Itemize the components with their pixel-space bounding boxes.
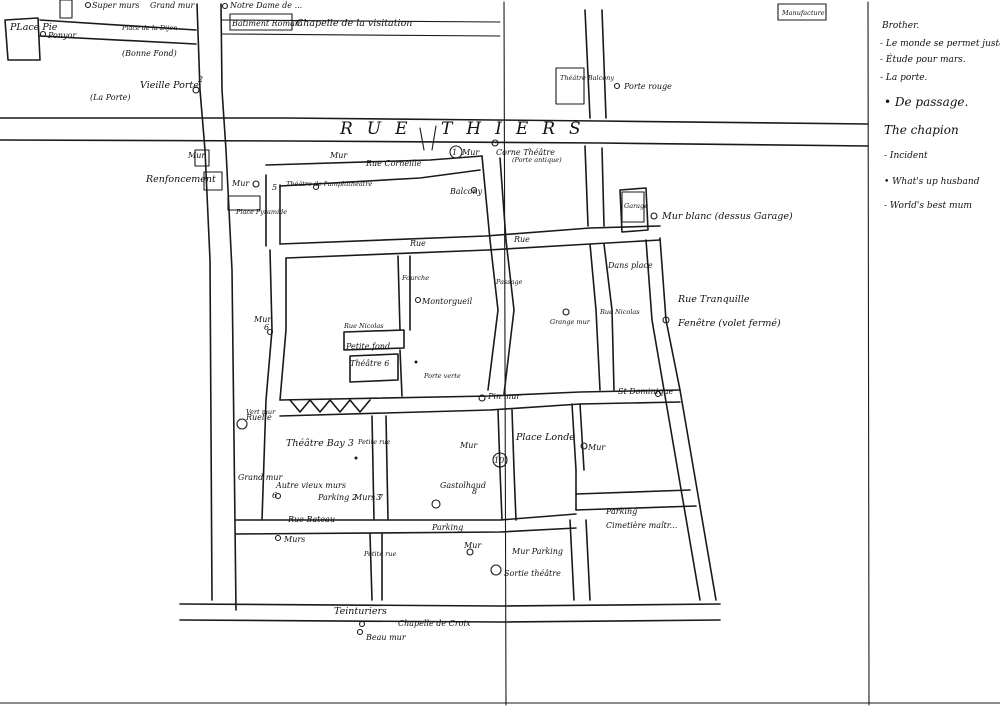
label-batiment-romain: Batiment Romain — [231, 19, 303, 28]
label-mur-right: Mur — [587, 443, 606, 452]
label-rue-bateau: Rue Bateau — [287, 515, 335, 524]
label-mur-mid-left: Mur — [253, 315, 272, 324]
label-mur-left2: Mur — [231, 179, 250, 188]
label-rue-nicolas: Rue Nicolas — [343, 322, 384, 330]
label-pin-mur: Pin mur — [487, 392, 521, 401]
label-parking-mid: Parking — [431, 523, 463, 532]
note-line-2: - Étude pour mars. — [880, 53, 966, 65]
note-line-0: Brother. — [881, 21, 919, 31]
label-place-dijon: Place de la Dijon — [121, 24, 177, 32]
label-mur-bottom-mid: Mur — [463, 541, 482, 550]
label-beau-mur: Beau mur — [365, 633, 407, 642]
label-rue-tranquille: Rue Tranquille — [677, 294, 750, 305]
label-renfoncement: Renfoncement — [145, 174, 216, 185]
label-murs-7: Murs 7 — [353, 493, 384, 502]
label-porte-antique: (Porte antique) — [512, 156, 562, 164]
label-mur-center: Mur — [459, 441, 478, 450]
label-autre-vieux: Autre vieux murs — [275, 481, 346, 490]
label-chapelle-croix: Chapelle de Croix — [398, 619, 471, 628]
label-dans-place: Dans place — [607, 261, 653, 270]
label-super-murs: Super murs — [92, 1, 140, 10]
upper-left-streets — [4, 17, 501, 61]
central-grid — [179, 155, 721, 623]
note-line-6: - Incident — [884, 151, 928, 161]
label-mur-left: Mur — [187, 151, 206, 160]
label-place-pie: PLace Pie — [9, 22, 58, 33]
left-avenue — [196, 3, 237, 611]
note-line-1: - Le monde se permet juste — [880, 39, 1000, 49]
right-top-streets — [584, 9, 607, 227]
label-theatre-bay: Théâtre Bay 3 — [286, 438, 354, 449]
label-ponyor: Ponyor — [47, 31, 77, 40]
label-murs-bottom: Murs — [283, 535, 305, 544]
label-mur-circle: Mur — [461, 148, 480, 157]
label-n-6: 6 — [272, 491, 277, 500]
label-theatre-amphi: Théâtre de l'amphithéâtre — [286, 180, 373, 188]
label-n-2: 2 — [197, 75, 203, 84]
label-rue-small: Rue — [513, 235, 530, 244]
label-garage: Garage — [624, 202, 648, 210]
label-rue-stranger: Rue — [409, 239, 426, 248]
label-petite-rue: Petite rue — [357, 438, 390, 446]
note-line-8: - World's best mum — [884, 201, 972, 211]
label-chapelle-visitation: Chapelle de la visitation — [296, 18, 412, 29]
label-st-dominique: St Dominique — [618, 387, 674, 396]
label-theatre-6: Théâtre 6 — [350, 359, 389, 368]
label-montorgueil: Montorgueil — [421, 297, 473, 306]
label-grand-mur-left: Grand mur — [238, 473, 284, 482]
label-porte-verte: Porte verte — [423, 372, 461, 380]
label-rue-corneille: Rue Corneille — [365, 159, 422, 168]
label-vieille-porte: Vieille Porte — [140, 80, 199, 91]
label-sortie-theatre: Sortie théâtre — [504, 569, 561, 578]
buildings — [59, 0, 827, 223]
label-n-mur-6: 6 — [264, 323, 269, 332]
label-rue-nicolas2: Rue Nicolas — [599, 308, 640, 316]
label-place-londe: Place Londe — [515, 432, 575, 443]
label-fourche: Fourche — [401, 274, 429, 282]
note-line-5: The chapion — [884, 123, 959, 137]
margin-notes: Brother. - Le monde se permet juste - Ét… — [880, 21, 1000, 211]
label-n-3: 3 — [376, 493, 381, 502]
map-labels: PLace Pie Ponyor Super murs Grand mur Pl… — [9, 1, 825, 642]
label-parking2: Parking 2 — [317, 493, 357, 502]
label-mur-blanc: Mur blanc (dessus Garage) — [661, 211, 793, 222]
label-rue-thiers: RUE THIERS — [339, 119, 595, 139]
note-line-3: - La porte. — [880, 73, 928, 83]
label-cimetiere: Cimetière maîtr... — [606, 521, 677, 530]
label-ruelle: Ruelle — [245, 413, 272, 422]
label-balcony-mid: Balcony — [449, 187, 483, 196]
label-petite-rue2: Petite rue — [363, 550, 396, 558]
label-manufacture: Manufacture — [781, 9, 825, 17]
label-notre-dame: Notre Dame de ... — [229, 1, 302, 10]
hatched-strip — [289, 399, 371, 413]
label-n-8: 8 — [472, 487, 477, 496]
label-corne-theatre: Corne Théâtre — [496, 148, 555, 157]
label-fenetre: Fenêtre (volet fermé) — [677, 318, 781, 329]
label-grand-mur-top: Grand mur — [150, 1, 196, 10]
label-place-pyramide: Place Pyramide — [235, 208, 287, 216]
rue-thiers-road — [0, 117, 869, 151]
note-line-7: • What's up husband — [884, 177, 980, 187]
label-grange-mur: Grange mur — [550, 318, 591, 326]
label-n-1: 1 — [452, 148, 457, 157]
map-pins — [39, 1, 670, 636]
label-rue-top: Mur — [329, 151, 348, 160]
note-line-4: • De passage. — [884, 95, 968, 109]
label-bonne-fond: (Bonne Fond) — [122, 49, 177, 58]
label-tanneurs: Teinturiers — [334, 606, 387, 617]
label-n-10: 10 — [494, 456, 504, 465]
label-theatre-balcony: Théâtre Balcony — [560, 74, 614, 82]
label-n-5: 5 — [272, 183, 277, 192]
label-parking-right: Parking — [605, 507, 637, 516]
label-vert-mur: Vert mur — [246, 408, 276, 416]
label-porte-rouge: Porte rouge — [623, 82, 672, 91]
label-mur-parking: Mur Parking — [511, 547, 563, 556]
label-la-porte: (La Porte) — [90, 93, 131, 102]
label-gastolhaud: Gastolhaud — [440, 481, 486, 490]
label-passage: Passage — [495, 278, 523, 286]
label-petite-fond: Petite fond — [345, 342, 390, 351]
